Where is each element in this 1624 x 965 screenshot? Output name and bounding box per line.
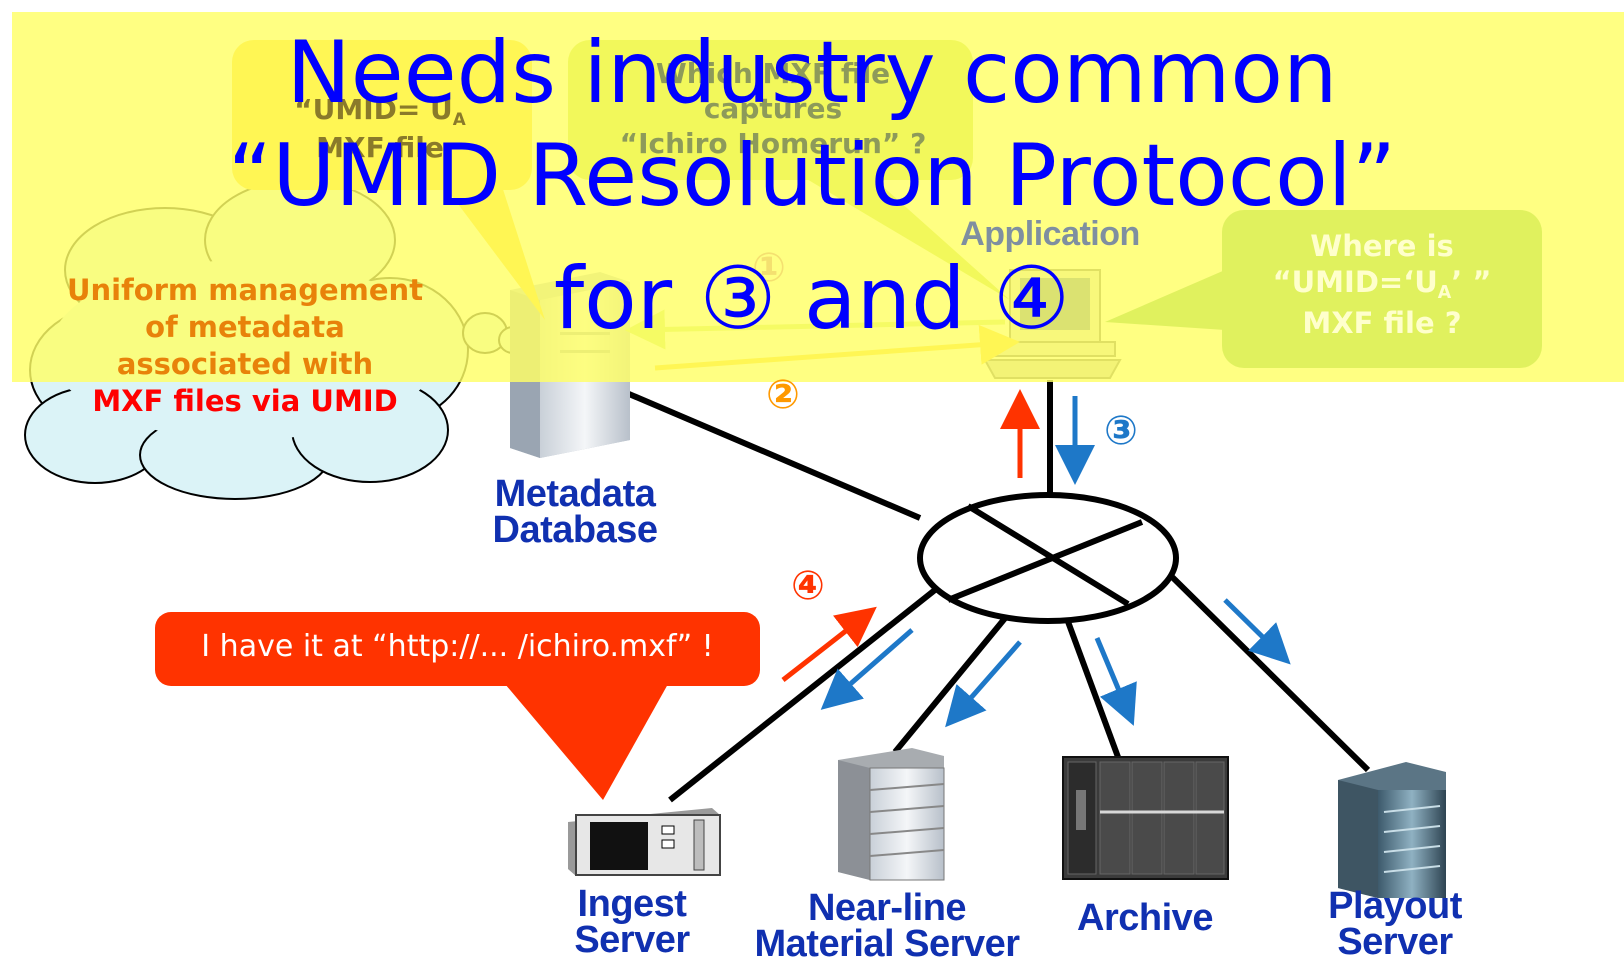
callout-umid-line2: MXF file	[316, 130, 444, 164]
flow-arrows	[781, 389, 1291, 728]
query-arrow-nearline	[945, 640, 1022, 728]
callout-where-line3: MXF file ?	[1302, 306, 1462, 341]
callout-where-is-text: Where is “UMID=‘UA’ ” MXF file ?	[1232, 228, 1532, 341]
archive-label: Archive	[1077, 897, 1213, 939]
callout-where-line1: Where is	[1310, 229, 1454, 263]
network-switch-icon	[917, 492, 1179, 624]
playout-server-label: Playout Server	[1328, 885, 1462, 964]
title-line-1: Needs industry common	[286, 23, 1338, 123]
reply-callout-text: I have it at “http://... /ichiro.mxf” !	[201, 629, 714, 664]
callout-which-line3: “Ichiro Homerun” ?	[619, 127, 927, 160]
callout-which-line2: captures	[703, 92, 843, 125]
reply-callout-shape	[155, 612, 760, 800]
cloud-line4: MXF files via UMID	[92, 384, 398, 419]
cloud-text: Uniform management of metadata associate…	[50, 272, 440, 420]
link-ingest	[668, 579, 947, 803]
link-archive	[1057, 598, 1121, 759]
nearline-server-label: Near-line Material Server	[754, 887, 1021, 965]
network-links	[613, 380, 1371, 803]
query-arrow-ingest	[820, 628, 914, 710]
link-metadata-db	[613, 385, 922, 521]
step-1-label: ①	[752, 245, 786, 291]
step-4-label: ④	[791, 563, 825, 609]
link-playout	[1157, 562, 1371, 773]
query-arrow-archive	[1094, 637, 1137, 726]
step-2-label: ②	[766, 372, 800, 418]
reply-arrow-ingest	[781, 606, 877, 682]
metadata-database-label: Metadata Database	[492, 473, 658, 552]
title-banner	[12, 12, 1624, 382]
ingest-server-icon	[568, 808, 721, 876]
archive-icon	[1062, 756, 1229, 880]
cloud-line1: Uniform management	[66, 273, 424, 307]
link-nearline	[892, 598, 1023, 754]
cloud-line2: of metadata	[145, 310, 345, 345]
nearline-server-icon	[838, 748, 945, 881]
title-line-2: “UMID Resolution Protocol”	[227, 126, 1397, 226]
ingest-server-label: Ingest Server	[574, 883, 690, 962]
callout-umid-text: “UMID= UA MXF file	[270, 92, 490, 165]
title-line-3: for ③ and ④	[553, 249, 1071, 349]
step-3-label: ③	[1104, 408, 1138, 454]
callout-which-line1: Which MXF file	[655, 57, 891, 90]
callout-umid-line1: “UMID= UA	[294, 93, 466, 129]
callout-which-file-text: Which MXF file captures “Ichiro Homerun”…	[588, 56, 958, 161]
cloud-line3: associated with	[116, 347, 374, 382]
application-label: Application	[960, 215, 1140, 253]
query-arrow-playout	[1223, 598, 1291, 665]
callout-where-line2: “UMID=‘UA’ ”	[1272, 265, 1492, 304]
playout-server-icon	[1338, 762, 1446, 898]
